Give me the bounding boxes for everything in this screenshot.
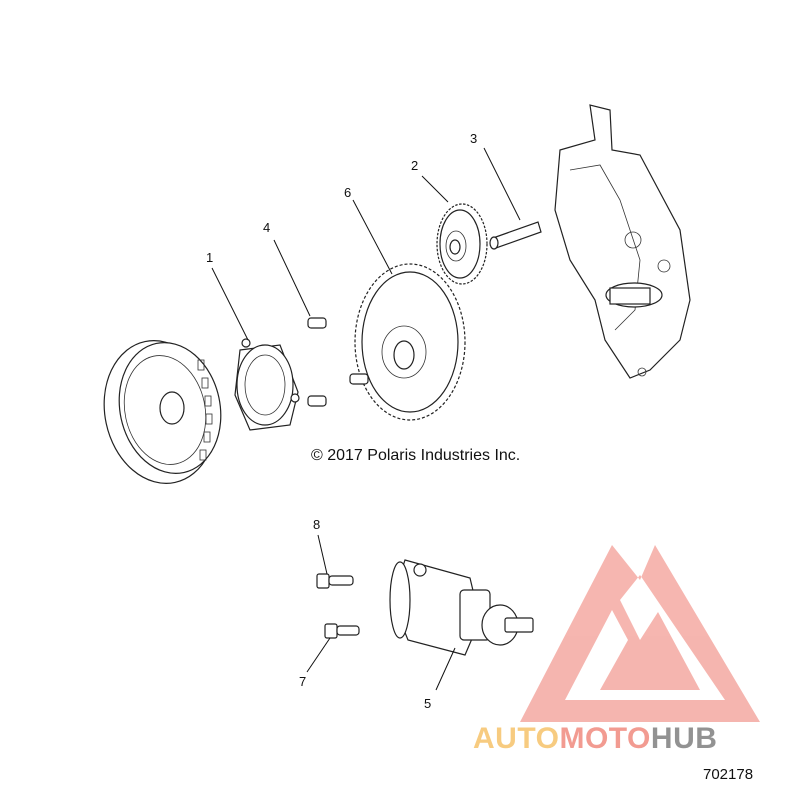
callout-2: 2 <box>411 158 418 173</box>
figure-number: 702178 <box>703 766 753 783</box>
svg-text:AUTOMOTOHUB: AUTOMOTOHUB <box>473 722 717 755</box>
callout-5: 5 <box>424 696 431 711</box>
starter-motor <box>389 559 534 656</box>
starter-clutch <box>234 338 300 431</box>
flywheel-rotor <box>103 340 222 484</box>
watermark-moto: MOTO <box>559 722 650 755</box>
shaft <box>489 221 542 250</box>
crankcase-cover <box>554 104 691 379</box>
callout-4: 4 <box>263 220 270 235</box>
copyright-text: © 2017 Polaris Industries Inc. <box>311 447 520 464</box>
leader-lines <box>211 147 521 691</box>
idler-gear <box>436 203 488 285</box>
callout-1: 1 <box>206 250 213 265</box>
callout-6: 6 <box>344 185 351 200</box>
watermark-auto: AUTO <box>473 722 559 755</box>
callout-8: 8 <box>313 517 320 532</box>
watermark-hub: HUB <box>651 722 718 755</box>
bolts-part-4 <box>307 317 327 407</box>
bolt-part-7 <box>324 623 360 639</box>
callout-3: 3 <box>470 131 477 146</box>
ring-gear <box>349 263 466 421</box>
bolt-part-8 <box>316 573 354 589</box>
watermark-logo: AUTOMOTOHUB <box>473 545 760 755</box>
callout-7: 7 <box>299 674 306 689</box>
watermark-triangle <box>520 545 760 722</box>
